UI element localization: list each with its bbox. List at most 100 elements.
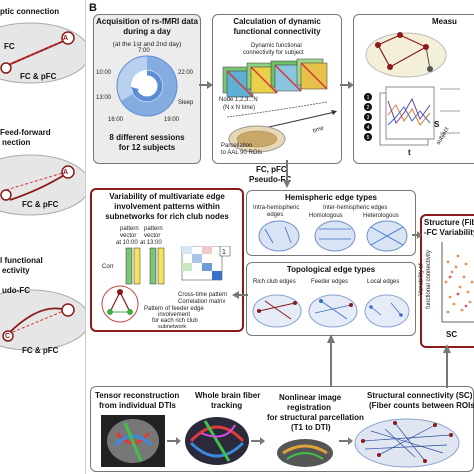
feeder-label-3: for each rich club xyxy=(152,318,198,324)
topological-rich: Rich club edges xyxy=(253,279,296,285)
hemispheric-inter: Inter-hemispheric edges xyxy=(323,205,388,211)
tensor-label-2: from individual DTIs xyxy=(99,401,176,410)
acquisition-footer-1: 8 different sessions xyxy=(109,133,185,142)
panel-letter-b: B xyxy=(89,2,97,14)
fiber-label-1: Whole brain fiber xyxy=(195,391,261,400)
measures-title: Measu xyxy=(432,17,457,26)
arrow-acq-to-dfc xyxy=(199,81,213,89)
left-brain-3 xyxy=(0,289,86,351)
variability-title-3: subnetworks for rich club nodes xyxy=(105,212,229,221)
variability-title-1: Variability of multivariate edge xyxy=(109,192,225,201)
clock-label-16: 16:00 xyxy=(108,117,124,123)
measures-graph: 1 2 3 4 5 xyxy=(364,32,460,146)
left-fc-pfc-2: FC & pFC xyxy=(22,200,59,209)
measures-s-label: S xyxy=(434,120,440,129)
variability-title-2: involvement patterns within xyxy=(114,202,220,211)
acquisition-subtitle: (at the 1st and 2nd day) xyxy=(112,41,182,48)
rich-club-network xyxy=(101,285,139,323)
structure-title-1: Structure (Fiber xyxy=(424,218,474,227)
left-fc-pfc-3: FC & pFC xyxy=(22,346,59,355)
dfc-title-1: Calculation of dynamic xyxy=(233,17,321,26)
hemispheric-box: Hemispheric edge types Intra-hemispheric… xyxy=(246,190,416,256)
left-title-3b: ectivity xyxy=(2,266,30,275)
dynamic-fc-box: Calculation of dynamic functional connec… xyxy=(212,14,342,164)
svg-text:1: 1 xyxy=(367,95,370,101)
acquisition-title-2: during a day xyxy=(123,27,171,36)
structure-x-axis: SC xyxy=(446,330,458,339)
tensor-label-1: Tensor reconstruction xyxy=(95,391,180,400)
dfc-subtitle-2: connectivity for subject xyxy=(243,50,304,56)
acquisition-title-1: Acquisition of rs-fMRI data xyxy=(96,17,198,26)
clock-label-22: 22:00 xyxy=(178,70,194,76)
sc-label-2: (Fiber counts between ROIs) xyxy=(369,401,474,410)
left-node-a-2: A xyxy=(63,169,69,176)
svg-text:5: 5 xyxy=(367,135,370,141)
arrow-bottom-to-topo xyxy=(327,334,335,386)
arrow-to-structure xyxy=(412,231,422,239)
topological-title: Topological edge types xyxy=(286,265,376,274)
nonlinear-label-1: Nonlinear image xyxy=(279,393,342,402)
panel-divider xyxy=(85,0,86,474)
left-title-1: ptic connection xyxy=(0,7,60,16)
left-title-2b: nection xyxy=(2,138,31,147)
hemispheric-intra-1: Intra-hemispheric xyxy=(253,205,300,211)
structure-y-axis-2: functional connectivity xyxy=(425,250,432,309)
structure-box: Structure (Fiber -FC Variability Variabi… xyxy=(418,214,474,348)
left-pseudo-fc: udo-FC xyxy=(2,286,30,295)
hemispheric-heterologous: Heterologous xyxy=(363,213,399,219)
arrow-dfc-to-measures xyxy=(340,81,354,89)
feeder-label-1: Pattern of feeder edge xyxy=(144,306,204,312)
clock-label-19: 19:00 xyxy=(164,117,180,123)
left-title-3: l functional xyxy=(0,256,43,265)
dfc-subtitle-1: Dynamic functional xyxy=(251,43,302,49)
pattern-vector-1c: at 10:00 xyxy=(116,240,138,246)
pattern-vector-2b: vector xyxy=(144,233,161,239)
topological-local: Local edges xyxy=(367,279,400,285)
hemispheric-title: Hemispheric edge types xyxy=(284,193,378,202)
dfc-title-2: functional connectivity xyxy=(233,27,321,36)
svg-text:2: 2 xyxy=(367,105,370,111)
structure-title-2: -FC Variability xyxy=(424,228,474,237)
acquisition-box: Acquisition of rs-fMRI data during a day… xyxy=(93,14,201,164)
svg-text:Corr: Corr xyxy=(102,264,114,270)
svg-text:1: 1 xyxy=(222,249,226,256)
left-node-a-1: A xyxy=(63,35,69,42)
clock-label-13: 13:00 xyxy=(96,95,112,101)
pattern-vector-1a: pattern xyxy=(120,226,139,232)
clock-diagram xyxy=(116,55,178,117)
clock-label-sleep: Sleep xyxy=(178,100,194,106)
pattern-vector-2a: pattern xyxy=(144,226,163,232)
structure-y-axis-1: Variability of xyxy=(418,263,425,296)
pseudo-fc-label: Pseudo-FC xyxy=(249,175,292,184)
cross-time-label-1: Cross-time pattern xyxy=(178,292,228,298)
dfc-node-label: Node 1,2,3...N xyxy=(219,97,258,103)
clock-label-7: 7:00 xyxy=(138,48,150,54)
measures-box: Measu 1 2 3 4 5 subject t S xyxy=(353,14,474,164)
pattern-vector-2c: at 13:00 xyxy=(140,240,162,246)
nonlinear-label-4: (T1 to DTI) xyxy=(291,423,331,432)
left-brain-2 xyxy=(0,154,86,216)
hemispheric-homologous: Homologous xyxy=(309,213,343,219)
dfc-matrices xyxy=(222,58,337,153)
cross-time-label-2: Correlation matrix xyxy=(178,299,226,305)
bottom-pipeline-box: Tensor reconstruction from individual DT… xyxy=(90,386,474,472)
svg-text:4: 4 xyxy=(367,125,370,131)
feeder-label-4: subnetwork xyxy=(158,324,187,330)
pattern-vectors-graphic: Corr 1 xyxy=(102,246,231,285)
topological-feeder: Feeder edges xyxy=(311,279,349,285)
arrow-topo-to-variability xyxy=(232,291,248,299)
structure-scatter xyxy=(441,242,474,323)
measures-t-label: t xyxy=(408,148,411,157)
dfc-parcellation-2: to AAL 90 ROIs xyxy=(221,150,263,156)
pattern-vector-1b: vector xyxy=(120,233,137,239)
acquisition-footer-2: for 12 subjects xyxy=(118,143,176,152)
arrow-sc-to-structure xyxy=(443,344,451,388)
hemispheric-brains xyxy=(258,220,408,252)
left-brain-1 xyxy=(0,22,86,84)
dfc-parcellation-1: Parcellation xyxy=(221,143,253,149)
left-fc-top: FC xyxy=(4,42,15,51)
left-node-c: C xyxy=(5,333,11,340)
topological-box: Topological edge types Rich club edges F… xyxy=(246,262,416,336)
nonlinear-label-2: registration xyxy=(287,403,332,412)
hemispheric-intra-2: edges xyxy=(267,212,284,218)
